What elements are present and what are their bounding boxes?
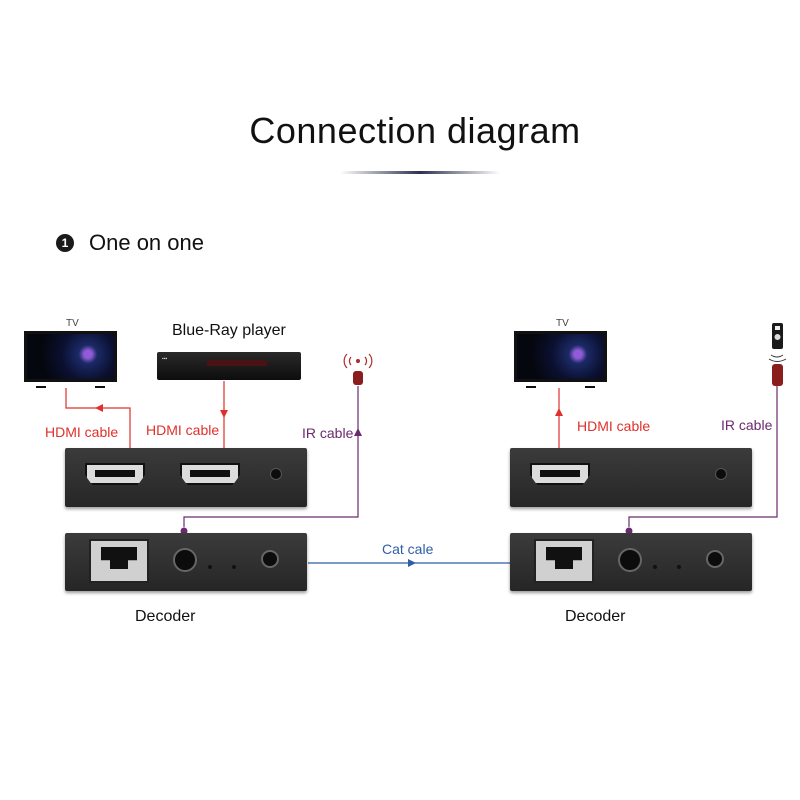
hdmi-label-player: HDMI cable — [146, 422, 220, 438]
cat-cable-label: Cat cale — [382, 541, 434, 557]
right-decoder-box — [510, 533, 752, 591]
tv-icon — [514, 331, 607, 388]
page-title: Connection diagram — [249, 110, 581, 151]
decoder-label-right: Decoder — [565, 608, 626, 625]
right-receiver-box — [510, 448, 752, 507]
cat-cable-arrow — [408, 559, 416, 567]
power-jack — [261, 550, 279, 568]
left-transmitter-box — [65, 448, 307, 507]
section-heading: 1 One on one — [56, 230, 204, 256]
ir-label-right: IR cable — [721, 417, 773, 433]
hdmi-arrow-right-tv — [555, 408, 563, 416]
ir-line-right — [628, 386, 778, 527]
section-number-badge: 1 — [56, 234, 74, 252]
ir-jack — [173, 548, 197, 572]
ir-arrow-left — [354, 428, 362, 436]
hdmi-port-output — [530, 463, 590, 485]
rj45-port — [534, 539, 594, 583]
hdmi-arrow-player — [220, 410, 228, 418]
hdmi-port-input — [180, 463, 240, 485]
decoder-label-left: Decoder — [135, 608, 196, 625]
ir-label-left: IR cable — [302, 425, 354, 441]
left-decoder-box — [65, 533, 307, 591]
power-led — [715, 468, 727, 480]
section-label: One on one — [89, 230, 204, 255]
ir-line-left — [183, 386, 359, 527]
ir-dot-left — [180, 527, 188, 535]
hdmi-arrow-left-tv — [95, 404, 103, 412]
rj45-port — [89, 539, 149, 583]
hdmi-port-tv-out — [85, 463, 145, 485]
ir-jack — [618, 548, 642, 572]
blu-ray-player-label: Blue-Ray player — [172, 322, 286, 339]
tv-label-right: TV — [556, 318, 569, 329]
blu-ray-player-icon: ▪▪▪ — [157, 352, 301, 380]
hdmi-label-right-tv: HDMI cable — [577, 418, 651, 434]
power-jack — [706, 550, 724, 568]
title-underline — [340, 171, 500, 174]
power-led — [270, 468, 282, 480]
tv-label-left: TV — [66, 318, 79, 329]
tv-icon — [24, 331, 117, 388]
ir-dot-right — [625, 527, 633, 535]
hdmi-label-left-tv: HDMI cable — [45, 424, 119, 440]
